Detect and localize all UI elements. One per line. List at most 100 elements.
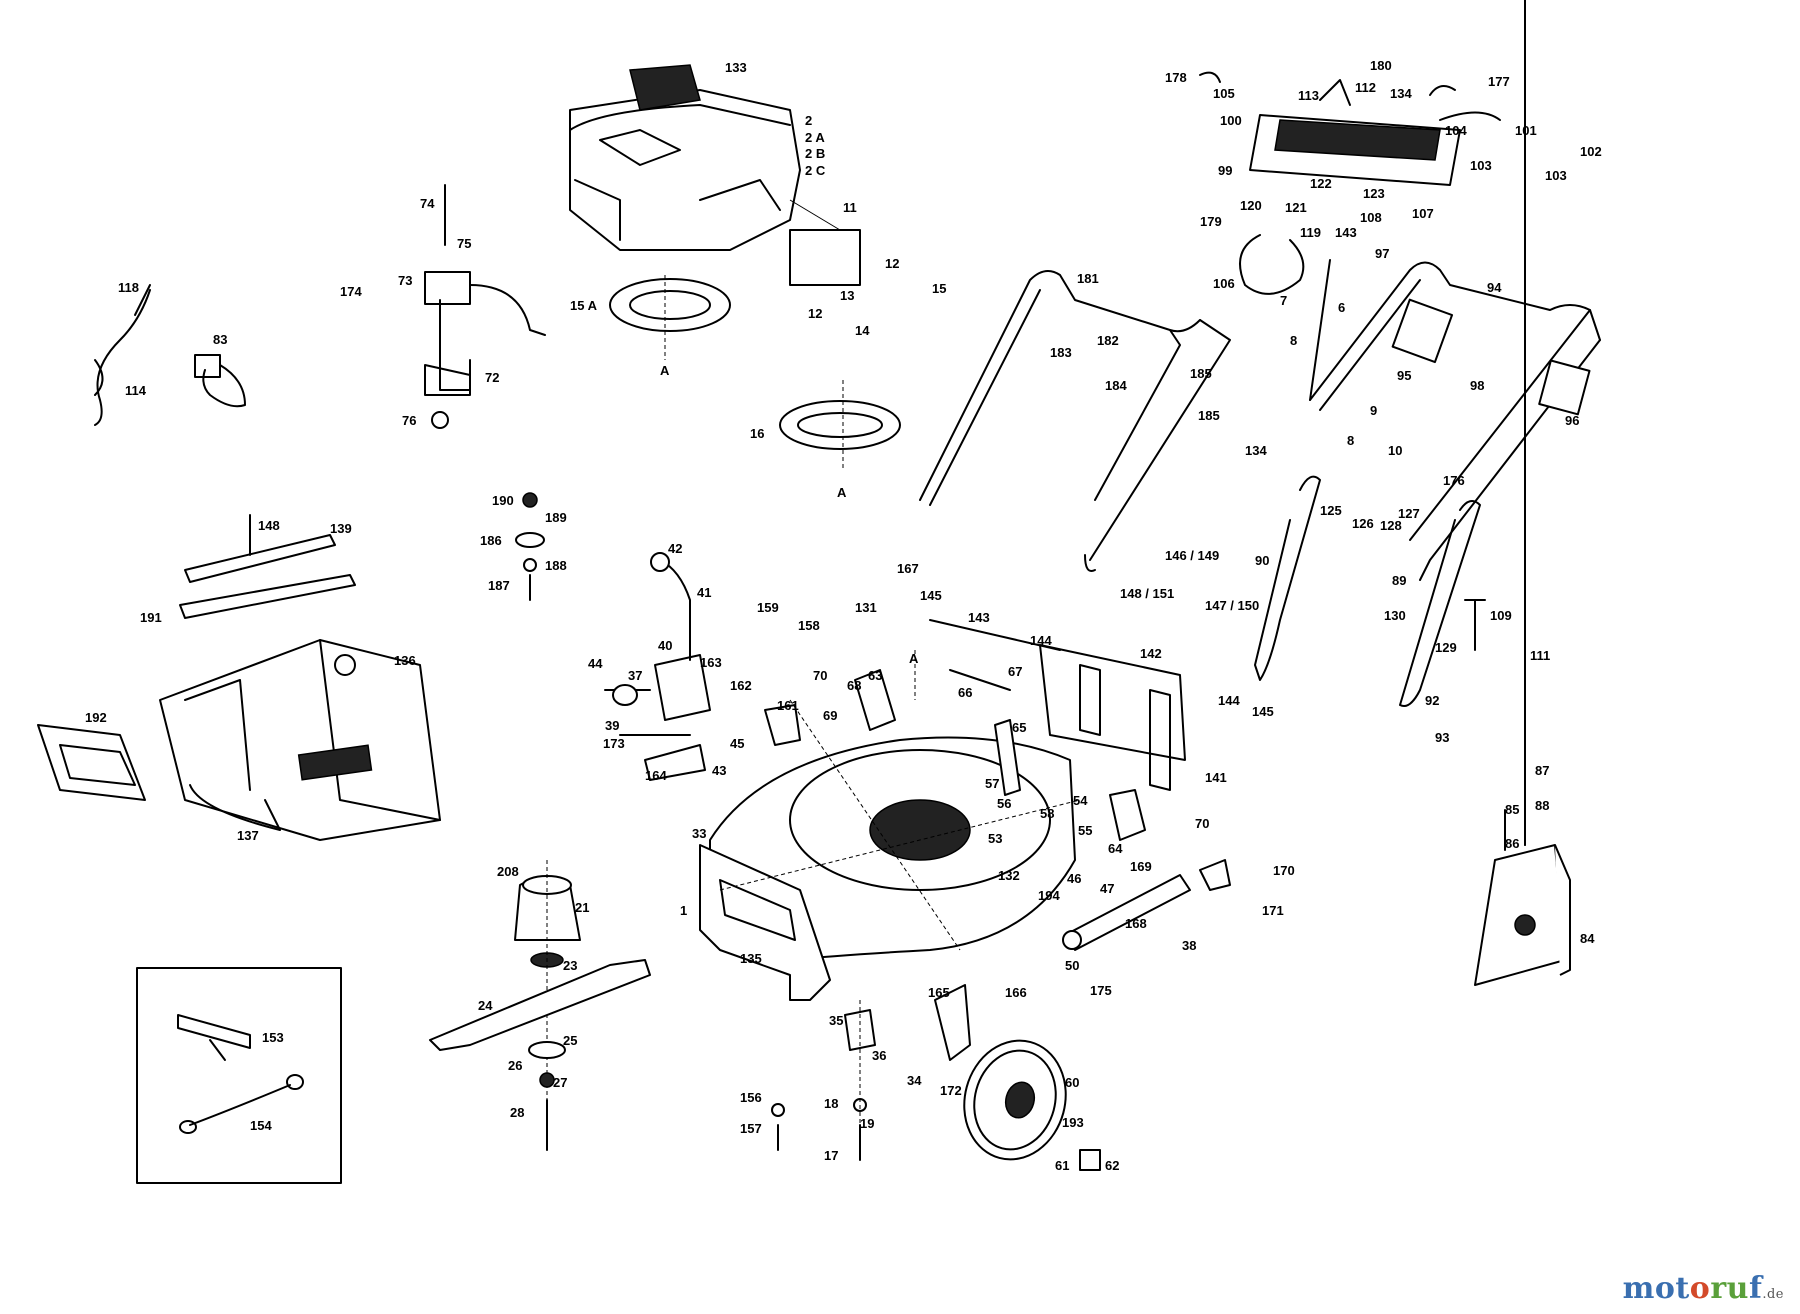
part-label-144a: 144 — [1030, 633, 1052, 648]
part-label-27: 27 — [553, 1075, 567, 1090]
brand-part-3: ru — [1710, 1271, 1749, 1306]
part-label-6: 6 — [1338, 300, 1345, 315]
part-label-55: 55 — [1078, 823, 1092, 838]
part-label-173: 173 — [603, 736, 625, 751]
part-label-166: 166 — [1005, 985, 1027, 1000]
part-label-178: 178 — [1165, 70, 1187, 85]
part-label-100: 100 — [1220, 113, 1242, 128]
part-label-34: 34 — [907, 1073, 922, 1088]
part-label-54: 54 — [1073, 793, 1088, 808]
part-label-87: 87 — [1535, 763, 1549, 778]
part-label-43: 43 — [712, 763, 726, 778]
part-label-128: 128 — [1380, 518, 1402, 533]
part-label-96: 96 — [1565, 413, 1579, 428]
part-label-42: 42 — [668, 541, 682, 556]
part-label-86: 86 — [1505, 836, 1519, 851]
part-label-143a: 143 — [1335, 225, 1357, 240]
part-label-38: 38 — [1182, 938, 1196, 953]
part-label-11: 11 — [843, 200, 857, 215]
part-label-39: 39 — [605, 718, 619, 733]
wheel-60 — [934, 984, 1101, 1171]
part-label-158: 158 — [798, 618, 820, 633]
part-label-179: 179 — [1200, 214, 1222, 229]
part-label-135: 135 — [740, 951, 762, 966]
part-label-162: 162 — [730, 678, 752, 693]
part-label-88: 88 — [1535, 798, 1549, 813]
part-label-37: 37 — [628, 668, 642, 683]
part-label-26: 26 — [508, 1058, 522, 1073]
part-label-57: 57 — [985, 776, 999, 791]
part-label-95: 95 — [1397, 368, 1411, 383]
part-label-132: 132 — [998, 868, 1020, 883]
engine — [569, 64, 861, 286]
part-label-143b: 143 — [968, 610, 990, 625]
control-panel — [1199, 71, 1501, 401]
part-label-A1: A — [660, 363, 670, 378]
part-label-181: 181 — [1077, 271, 1099, 286]
part-label-24: 24 — [478, 998, 493, 1013]
part-label-107: 107 — [1412, 206, 1434, 221]
part-label-104: 104 — [1445, 123, 1467, 138]
part-label-2: 2 — [805, 113, 812, 128]
part-label-193: 193 — [1062, 1115, 1084, 1130]
part-label-122: 122 — [1310, 176, 1332, 191]
part-label-118: 118 — [118, 280, 139, 295]
part-label-148b: 148 — [258, 518, 280, 533]
part-label-184: 184 — [1105, 378, 1127, 393]
part-label-145a: 145 — [920, 588, 942, 603]
part-label-171: 171 — [1262, 903, 1284, 918]
part-label-123: 123 — [1363, 186, 1385, 201]
brand-part-4: f — [1748, 1271, 1763, 1306]
part-label-8a: 8 — [1290, 333, 1297, 348]
part-label-164: 164 — [645, 768, 667, 783]
part-label-156: 156 — [740, 1090, 762, 1105]
part-label-61: 61 — [1055, 1158, 1069, 1173]
part-label-46: 46 — [1067, 871, 1081, 886]
part-label-1: 1 — [680, 903, 687, 918]
part-label-70b: 70 — [1195, 816, 1209, 831]
part-label-169: 169 — [1130, 859, 1152, 874]
part-label-99: 99 — [1218, 163, 1232, 178]
mower-deck-1 — [699, 619, 1186, 1001]
part-label-103b: 103 — [1545, 168, 1567, 183]
part-label-74: 74 — [420, 196, 435, 211]
part-label-12a: 12 — [885, 256, 899, 271]
handle-lower-90 — [1254, 475, 1321, 681]
part-label-168: 168 — [1125, 916, 1147, 931]
part-label-127: 127 — [1398, 506, 1420, 521]
motoruf-logo: motoruf.de — [1623, 1271, 1784, 1306]
part-label-165: 165 — [928, 985, 950, 1000]
part-label-157: 157 — [740, 1121, 762, 1136]
part-label-70a: 70 — [813, 668, 827, 683]
blade-24 — [429, 959, 651, 1151]
part-label-83: 83 — [213, 332, 227, 347]
part-label-12b: 12 — [808, 306, 822, 321]
part-label-177: 177 — [1488, 74, 1510, 89]
part-label-126: 126 — [1352, 516, 1374, 531]
part-label-144b: 144 — [1218, 693, 1240, 708]
part-label-65: 65 — [1012, 720, 1026, 735]
part-label-44: 44 — [588, 656, 603, 671]
part-label-182: 182 — [1097, 333, 1119, 348]
part-label-190: 190 — [492, 493, 514, 508]
part-label-121: 121 — [1285, 200, 1307, 215]
part-label-53: 53 — [988, 831, 1002, 846]
part-label-176: 176 — [1443, 473, 1465, 488]
rear-flap-192 — [37, 724, 146, 801]
part-label-147: 147 / 150 — [1205, 598, 1259, 613]
part-label-10: 10 — [1388, 443, 1402, 458]
part-label-105: 105 — [1213, 86, 1235, 101]
part-label-148: 148 / 151 — [1120, 586, 1174, 601]
part-label-98: 98 — [1470, 378, 1484, 393]
part-label-50a: 50 — [1065, 958, 1079, 973]
part-label-15a: 15 — [932, 281, 946, 296]
part-label-188: 188 — [545, 558, 567, 573]
part-label-19: 19 — [860, 1116, 874, 1131]
part-label-108: 108 — [1360, 210, 1382, 225]
part-label-183: 183 — [1050, 345, 1072, 360]
part-label-139: 139 — [330, 521, 352, 536]
part-label-66: 66 — [958, 685, 972, 700]
part-label-56: 56 — [997, 796, 1011, 811]
part-label-141: 141 — [1205, 770, 1227, 785]
